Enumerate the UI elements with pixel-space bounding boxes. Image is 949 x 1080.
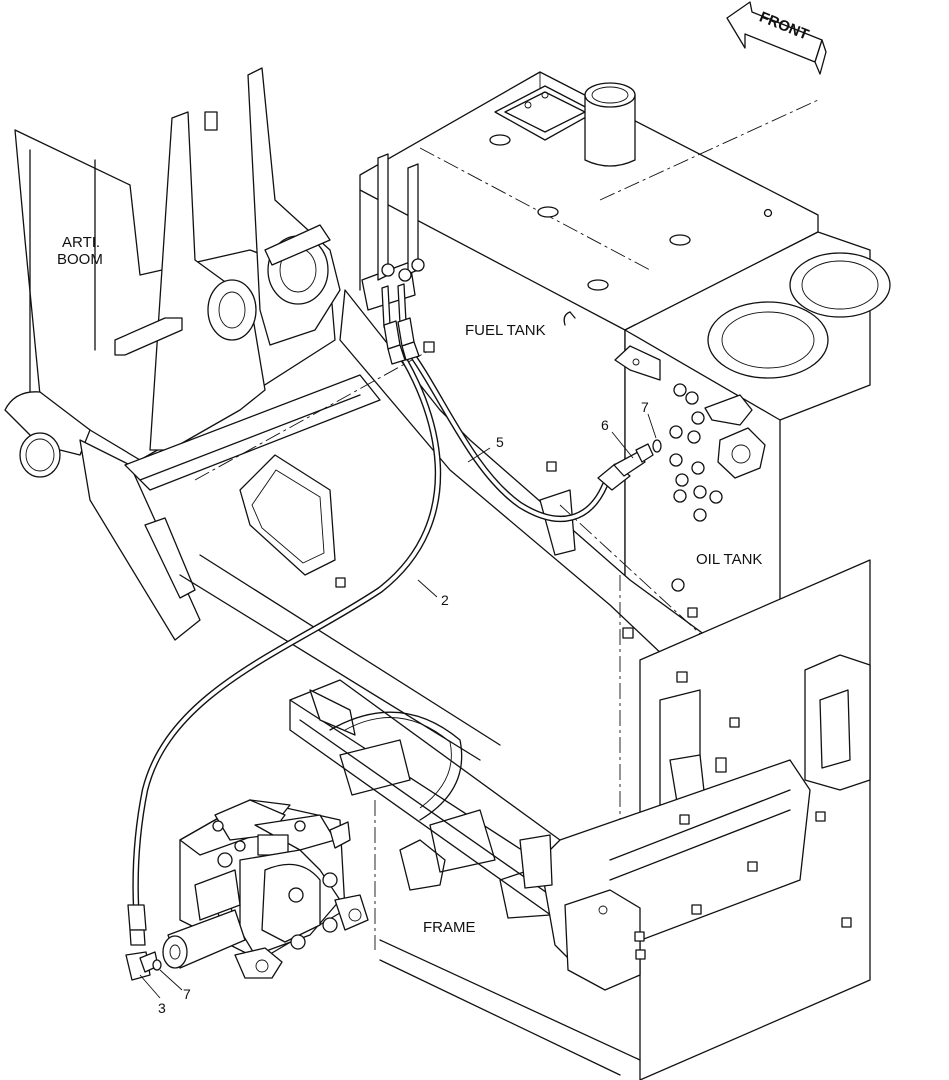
oil-tank-ports xyxy=(614,345,766,592)
front-arrow: FRONT xyxy=(726,1,827,75)
arti-boom xyxy=(4,67,341,478)
fitting-6 xyxy=(597,443,654,491)
fuel-tank xyxy=(359,71,819,581)
tube-bracket xyxy=(361,153,425,328)
label-frame: FRAME xyxy=(423,919,476,936)
label-oil-tank: OIL TANK xyxy=(696,551,762,568)
label-arti-line2: BOOM xyxy=(57,251,103,268)
callout-6: 6 xyxy=(601,417,609,433)
callout-5: 5 xyxy=(496,434,504,450)
control-valve xyxy=(162,799,369,979)
label-fuel-tank: FUEL TANK xyxy=(465,322,546,339)
callout-2: 2 xyxy=(441,592,449,608)
seal-7-lower xyxy=(152,959,162,971)
lower-frame xyxy=(289,559,871,1080)
callout-7-lower: 7 xyxy=(183,986,191,1002)
hose-5 xyxy=(401,341,609,523)
callout-3: 3 xyxy=(158,1000,166,1016)
leader-lines xyxy=(139,413,657,999)
hose-2 xyxy=(132,336,442,909)
bolt-bosses xyxy=(335,341,852,960)
label-arti-line1: ARTI. xyxy=(62,234,100,251)
fitting-3 xyxy=(125,904,159,981)
upper-hose-fittings xyxy=(383,317,420,365)
callout-7-upper: 7 xyxy=(641,399,649,415)
seal-7-upper xyxy=(652,439,662,453)
